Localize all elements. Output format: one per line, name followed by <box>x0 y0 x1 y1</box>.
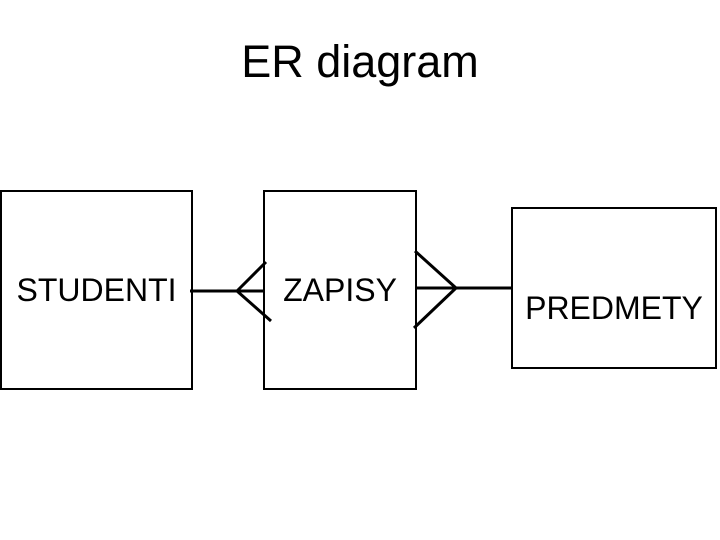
crow-foot-prong-lower <box>412 286 458 330</box>
entity-studenti: STUDENTI <box>0 190 193 390</box>
entity-predmety-label: PREDMETY <box>525 289 703 326</box>
crow-foot-prong-upper <box>235 260 268 293</box>
entity-studenti-label: STUDENTI <box>16 271 177 308</box>
entity-zapisy-label: ZAPISY <box>283 271 397 308</box>
crow-foot-prong-upper <box>413 249 458 290</box>
crow-foot-icon <box>412 249 458 330</box>
connector-zapisy-predmety <box>412 249 511 330</box>
entity-predmety: PREDMETY <box>511 207 717 369</box>
entity-zapisy: ZAPISY <box>263 190 417 390</box>
connector-studenti-zapisy <box>190 260 272 323</box>
diagram-title: ER diagram <box>241 36 479 87</box>
